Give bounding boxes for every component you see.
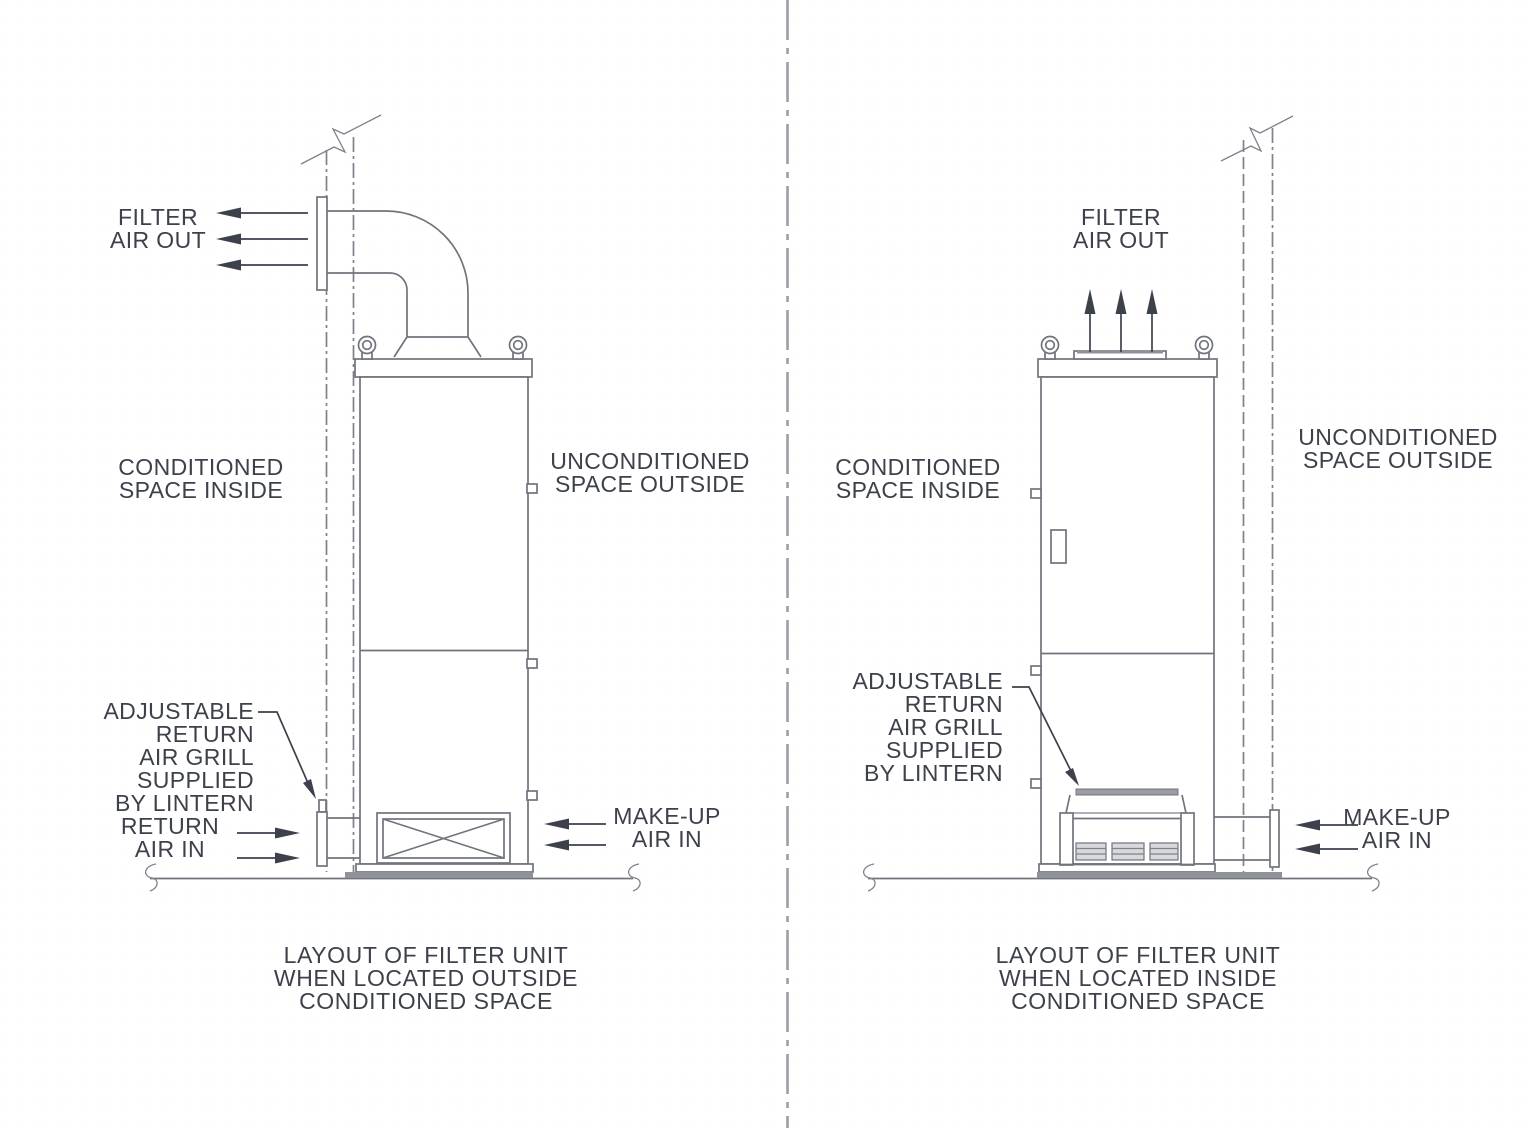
filter-intake-panel — [376, 812, 511, 864]
label-unconditioned-space-left: UNCONDITIONED SPACE OUTSIDE — [550, 448, 750, 497]
filter-unit-left — [345, 335, 538, 878]
wall-break-icon — [1220, 115, 1294, 162]
grill-louvers — [1075, 842, 1179, 861]
label-conditioned-space-left: CONDITIONED SPACE INSIDE — [118, 454, 284, 503]
caption-right-view: LAYOUT OF FILTER UNIT WHEN LOCATED INSID… — [995, 942, 1281, 1014]
duct-flange — [316, 196, 328, 291]
duct-flange — [1269, 809, 1280, 868]
side-tab — [1030, 488, 1042, 499]
side-tab — [1030, 778, 1042, 789]
wall-break-icon — [300, 114, 382, 165]
leader-line-adjustable-grill-left — [258, 711, 316, 799]
leader-line-adjustable-grill-right — [1012, 686, 1079, 786]
wall-section-right — [1220, 115, 1294, 872]
side-tab — [526, 658, 538, 669]
label-makeup-air-in-left: MAKE-UP AIR IN — [613, 803, 721, 852]
right-diagram — [863, 115, 1380, 892]
lifting-eye-icon — [357, 335, 377, 360]
label-conditioned-space-right: CONDITIONED SPACE INSIDE — [835, 454, 1001, 503]
discharge-plate — [1073, 350, 1167, 360]
side-tab — [1030, 665, 1042, 676]
label-adjustable-grill-right: ADJUSTABLE RETURN AIR GRILL SUPPLIED BY … — [852, 668, 1003, 786]
label-filter-air-out-right: FILTER AIR OUT — [1072, 204, 1170, 253]
return-air-grill-right — [1059, 788, 1195, 866]
wall-section-left — [300, 114, 382, 872]
floor-line-left — [145, 863, 641, 892]
lifting-eye-icon — [1194, 335, 1214, 360]
filter-unit-right — [1030, 335, 1282, 878]
lifting-eye-icon — [508, 335, 528, 360]
label-unconditioned-space-right: UNCONDITIONED SPACE OUTSIDE — [1298, 424, 1498, 473]
flow-arrows-makeup-air-in-left — [544, 818, 606, 851]
caption-left-view: LAYOUT OF FILTER UNIT WHEN LOCATED OUTSI… — [273, 942, 579, 1014]
label-filter-air-out-left: FILTER AIR OUT — [109, 204, 207, 253]
flow-arrows-return-air-in — [237, 827, 300, 864]
flow-arrows-filter-air-out-right — [1084, 289, 1158, 352]
grill-flange — [316, 811, 328, 867]
side-tab — [526, 790, 538, 801]
flow-arrows-makeup-air-in-right — [1295, 819, 1358, 855]
label-makeup-air-in-right: MAKE-UP AIR IN — [1343, 804, 1451, 853]
lifting-eye-icon — [1040, 335, 1060, 360]
label-return-air-in: RETURN AIR IN — [120, 813, 220, 862]
label-adjustable-grill-left: ADJUSTABLE RETURN AIR GRILL SUPPLIED BY … — [103, 698, 254, 816]
side-tab — [526, 483, 538, 494]
return-air-grill-left — [316, 799, 511, 867]
door-handle — [1050, 529, 1067, 564]
floor-line-right — [863, 863, 1380, 892]
flow-arrows-filter-air-out-left — [216, 207, 308, 271]
left-diagram — [145, 114, 641, 892]
exhaust-elbow-duct — [316, 196, 482, 358]
makeup-air-duct — [1214, 809, 1280, 868]
